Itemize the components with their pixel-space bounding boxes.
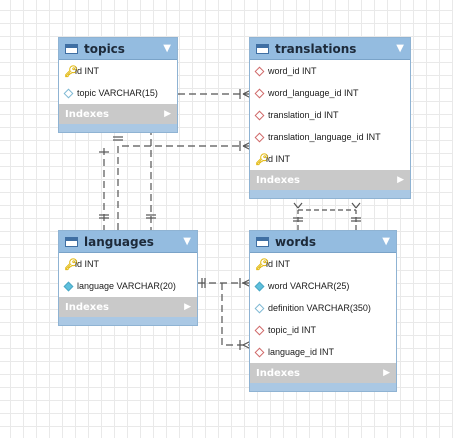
indexes-label: Indexes bbox=[65, 301, 109, 313]
column-label: translation_id INT bbox=[268, 110, 339, 120]
rel-languages-words-lower bbox=[221, 283, 253, 346]
filled-diamond-icon bbox=[254, 281, 265, 291]
column-row[interactable]: 🔑︎ id INT bbox=[250, 148, 410, 170]
column-label: id INT bbox=[75, 66, 100, 76]
column-row[interactable]: topic_id INT bbox=[250, 319, 396, 341]
expand-arrow-icon[interactable]: ▶ bbox=[383, 368, 390, 378]
foreign-key-diamond-icon bbox=[254, 66, 265, 76]
table-languages[interactable]: languages ▼ 🔑︎ id INT language VARCHAR(2… bbox=[58, 230, 198, 326]
column-row[interactable]: language_id INT bbox=[250, 341, 396, 363]
table-words[interactable]: words ▼ 🔑︎ id INT word VARCHAR(25) defin… bbox=[249, 230, 397, 392]
column-label: language_id INT bbox=[268, 347, 335, 357]
column-label: word_language_id INT bbox=[268, 88, 359, 98]
rel-languages-translations bbox=[117, 145, 253, 230]
foreign-key-diamond-icon bbox=[254, 325, 265, 335]
hollow-diamond-icon bbox=[254, 303, 265, 313]
rel-languages-translations-crowfoot bbox=[113, 136, 254, 152]
column-row[interactable]: 🔑︎ id INT bbox=[250, 253, 396, 275]
primary-key-icon: 🔑︎ bbox=[64, 258, 78, 271]
foreign-key-diamond-icon bbox=[254, 347, 265, 357]
column-label: definition VARCHAR(350) bbox=[268, 303, 371, 313]
table-title: languages bbox=[84, 234, 154, 249]
table-header[interactable]: topics ▼ bbox=[59, 38, 177, 60]
column-row[interactable]: translation_id INT bbox=[250, 104, 410, 126]
column-row[interactable]: 🔑︎ id INT bbox=[59, 60, 177, 82]
rel-words-translations bbox=[297, 209, 357, 230]
table-header[interactable]: words ▼ bbox=[250, 231, 396, 253]
column-label: id INT bbox=[75, 259, 100, 269]
column-label: id INT bbox=[266, 259, 291, 269]
table-header[interactable]: translations ▼ bbox=[250, 38, 410, 60]
table-translations[interactable]: translations ▼ word_id INT word_language… bbox=[249, 37, 411, 199]
foreign-key-diamond-icon bbox=[254, 132, 265, 142]
column-label: language VARCHAR(20) bbox=[77, 281, 176, 291]
table-bottom-strip bbox=[59, 317, 197, 325]
indexes-bar[interactable]: Indexes ▶ bbox=[250, 170, 410, 190]
table-title: words bbox=[275, 234, 316, 249]
column-row[interactable]: topic VARCHAR(15) bbox=[59, 82, 177, 104]
expand-arrow-icon[interactable]: ▶ bbox=[184, 302, 191, 312]
rel-topics-languages-marks bbox=[99, 151, 156, 219]
table-topics[interactable]: topics ▼ 🔑︎ id INT topic VARCHAR(15) Ind… bbox=[58, 37, 178, 133]
indexes-label: Indexes bbox=[256, 367, 300, 379]
column-row[interactable]: word_language_id INT bbox=[250, 82, 410, 104]
primary-key-icon: 🔑︎ bbox=[255, 153, 269, 166]
foreign-key-diamond-icon bbox=[254, 110, 265, 120]
expand-arrow-icon[interactable]: ▶ bbox=[397, 175, 404, 185]
primary-key-icon: 🔑︎ bbox=[64, 65, 78, 78]
collapse-arrow-icon[interactable]: ▼ bbox=[396, 43, 404, 54]
expand-arrow-icon[interactable]: ▶ bbox=[164, 109, 171, 119]
column-row[interactable]: language VARCHAR(20) bbox=[59, 275, 197, 297]
indexes-label: Indexes bbox=[256, 174, 300, 186]
column-label: translation_language_id INT bbox=[268, 132, 381, 142]
filled-diamond-icon bbox=[63, 281, 74, 291]
table-bottom-strip bbox=[250, 383, 396, 391]
foreign-key-diamond-icon bbox=[254, 88, 265, 98]
hollow-diamond-icon bbox=[63, 88, 74, 98]
indexes-bar[interactable]: Indexes ▶ bbox=[250, 363, 396, 383]
primary-key-icon: 🔑︎ bbox=[255, 258, 269, 271]
table-icon bbox=[256, 236, 269, 247]
indexes-bar[interactable]: Indexes ▶ bbox=[59, 104, 177, 124]
table-icon bbox=[256, 43, 269, 54]
table-header[interactable]: languages ▼ bbox=[59, 231, 197, 253]
column-label: word_id INT bbox=[268, 66, 317, 76]
table-title: topics bbox=[84, 41, 125, 56]
column-row[interactable]: definition VARCHAR(350) bbox=[250, 297, 396, 319]
table-bottom-strip bbox=[250, 190, 410, 198]
column-row[interactable]: word_id INT bbox=[250, 60, 410, 82]
column-row[interactable]: translation_language_id INT bbox=[250, 126, 410, 148]
table-title: translations bbox=[275, 41, 357, 56]
table-bottom-strip bbox=[59, 124, 177, 132]
column-label: topic_id INT bbox=[268, 325, 317, 335]
column-label: id INT bbox=[266, 154, 291, 164]
rel-languages-words-marks bbox=[201, 277, 254, 351]
table-icon bbox=[65, 43, 78, 54]
rel-words-translations-marks bbox=[293, 202, 361, 222]
column-label: word VARCHAR(25) bbox=[268, 281, 350, 291]
indexes-bar[interactable]: Indexes ▶ bbox=[59, 297, 197, 317]
column-row[interactable]: word VARCHAR(25) bbox=[250, 275, 396, 297]
column-row[interactable]: 🔑︎ id INT bbox=[59, 253, 197, 275]
indexes-label: Indexes bbox=[65, 108, 109, 120]
collapse-arrow-icon[interactable]: ▼ bbox=[163, 43, 171, 54]
collapse-arrow-icon[interactable]: ▼ bbox=[183, 236, 191, 247]
column-label: topic VARCHAR(15) bbox=[77, 88, 158, 98]
table-icon bbox=[65, 236, 78, 247]
collapse-arrow-icon[interactable]: ▼ bbox=[382, 236, 390, 247]
